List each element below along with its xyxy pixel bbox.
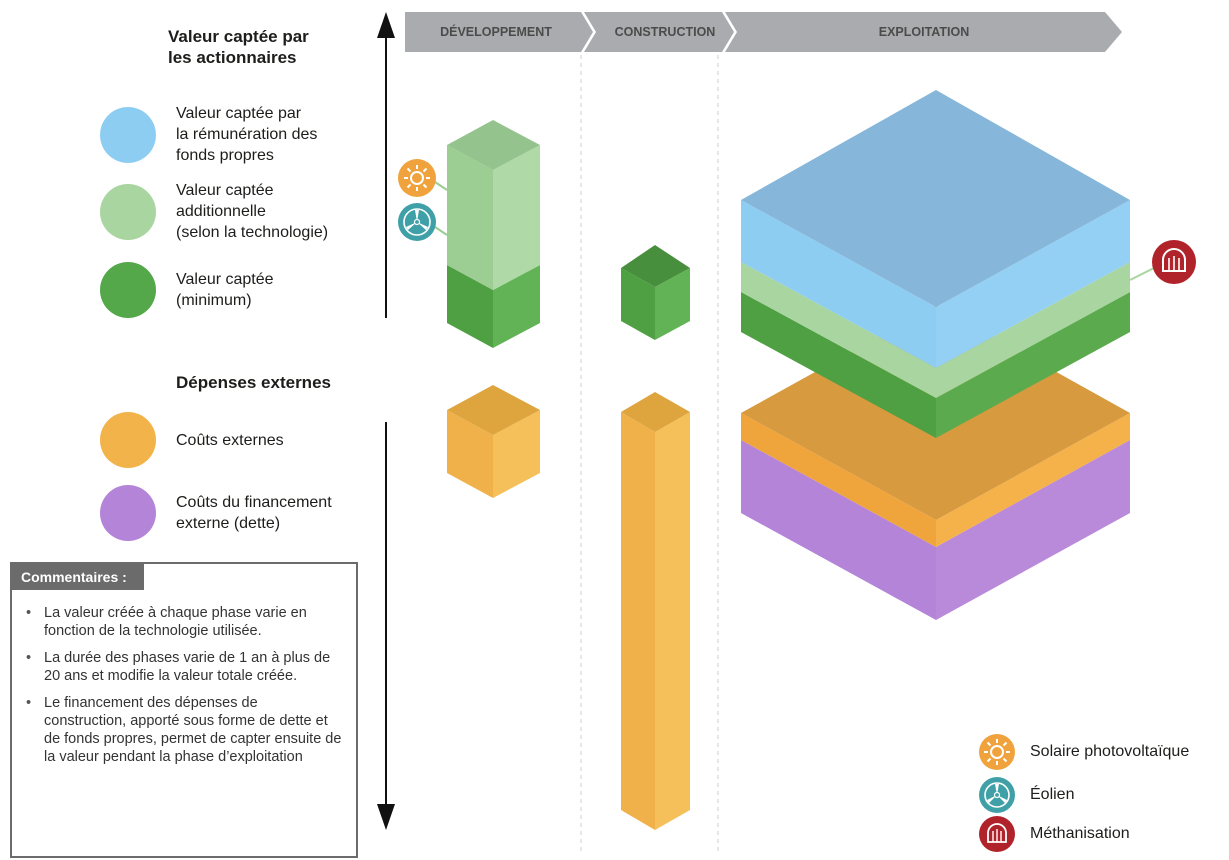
comment-item: La durée des phases varie de 1 an à plus… <box>22 649 342 685</box>
phase-development-label: DÉVELOPPEMENT <box>440 24 552 39</box>
tech-legend-wind: Éolien <box>978 776 1074 814</box>
comments-title: Commentaires : <box>12 564 144 590</box>
comments-list: La valeur créée à chaque phase varie en … <box>22 604 342 775</box>
wind-turbine-icon <box>398 203 436 241</box>
legend-label-equity-return: Valeur captée par la rémunération des fo… <box>176 105 318 164</box>
construction-value-cube <box>621 245 690 340</box>
phase-development-arrow <box>405 12 593 52</box>
legend-equity-return: Valeur captée par la rémunération des fo… <box>100 103 317 166</box>
legend-label-debt-costs: Coûts du financement externe (dette) <box>176 494 332 532</box>
legend-swatch-debt-costs <box>100 485 156 541</box>
development-cost-cube <box>447 385 540 498</box>
legend-swatch-additional-value <box>100 183 156 240</box>
development-value-stack <box>431 120 540 348</box>
tech-legend-methanisation: Méthanisation <box>978 815 1130 853</box>
legend-swatch-external-costs <box>100 412 156 468</box>
cost-legend-title: Dépenses externes <box>176 373 331 392</box>
comment-item: La valeur créée à chaque phase varie en … <box>22 604 342 640</box>
legend-debt-costs: Coûts du financement externe (dette) <box>100 485 332 541</box>
phase-separators <box>580 55 719 855</box>
tech-label-solar: Solaire photovoltaïque <box>1030 743 1190 760</box>
vertical-axis <box>377 12 395 830</box>
legend-swatch-equity-return <box>100 106 156 163</box>
construction-cost-bar <box>621 392 690 830</box>
methanisation-icon <box>979 816 1015 852</box>
legend-swatch-minimum-value <box>100 262 156 318</box>
value-legend-title: Valeur captée par les actionnaires <box>168 27 309 67</box>
legend-label-minimum-value: Valeur captée (minimum) <box>176 271 274 309</box>
comments-box: Commentaires : La valeur créée à chaque … <box>10 562 358 858</box>
wind-turbine-icon <box>979 777 1015 813</box>
phase-exploitation-arrow <box>725 12 1122 52</box>
sun-icon <box>979 734 1015 770</box>
exploitation-value-slab <box>741 90 1161 438</box>
phase-construction-label: CONSTRUCTION <box>615 25 716 39</box>
legend-label-additional-value: Valeur captée additionnelle (selon la te… <box>176 182 329 241</box>
methanisation-icon <box>1152 240 1196 284</box>
tech-legend-solar: Solaire photovoltaïque <box>978 733 1189 771</box>
tech-label-methanisation: Méthanisation <box>1030 825 1130 842</box>
tech-label-wind: Éolien <box>1030 786 1075 803</box>
legend-label-external-costs: Coûts externes <box>176 431 284 449</box>
phase-banner: DÉVELOPPEMENT CONSTRUCTION EXPLOITATION <box>405 12 1122 52</box>
sun-icon <box>398 159 436 197</box>
comment-item: Le financement des dépenses de construct… <box>22 694 342 766</box>
legend-additional-value: Valeur captée additionnelle (selon la te… <box>100 180 328 243</box>
phase-exploitation-label: EXPLOITATION <box>879 25 970 39</box>
phase-construction-arrow <box>584 12 734 52</box>
legend-external-costs: Coûts externes <box>100 412 284 468</box>
legend-minimum-value: Valeur captée (minimum) <box>100 262 274 318</box>
